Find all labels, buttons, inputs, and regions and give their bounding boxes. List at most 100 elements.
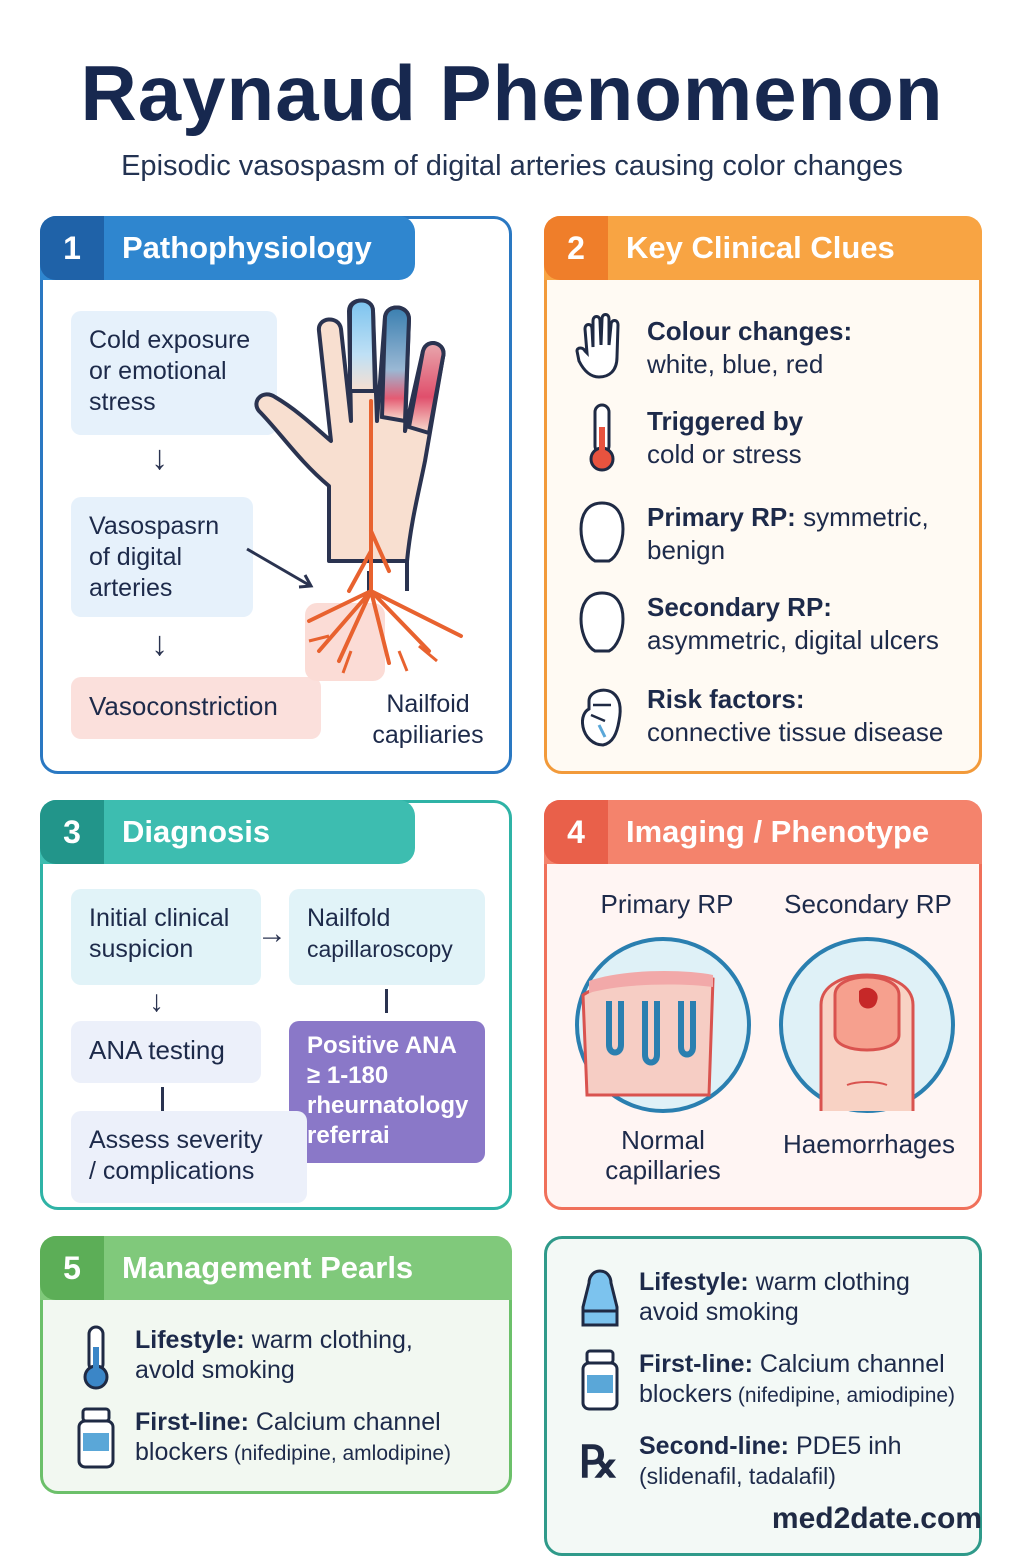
ana-testing-box: ANA testing — [71, 1021, 261, 1083]
panel-management: 5 Management Pearls Lifestyle: warm clot… — [40, 1236, 512, 1494]
head-icon — [579, 591, 625, 653]
bold-label: Second-line: — [639, 1432, 790, 1460]
caption-line: Nailfoid — [386, 690, 470, 718]
panel-number: 1 — [40, 216, 104, 280]
rest-text: (slidenafil, tadalafil) — [639, 1463, 836, 1489]
panel-title: Management Pearls — [122, 1250, 414, 1285]
rest-text: PDE5 inh — [789, 1432, 902, 1460]
clue-rest: symmetric, — [795, 502, 929, 532]
hand-illustration — [254, 298, 463, 681]
clue-bold: Secondary RP: — [647, 592, 832, 622]
down-arrow-icon: ↓ — [151, 625, 168, 663]
panel-clinical-clues-header: 2 Key Clinical Clues — [544, 216, 982, 280]
down-arrow-icon: ↓ — [151, 439, 168, 477]
panel-imaging-header: 4 Imaging / Phenotype — [544, 800, 982, 864]
clue-bold: Colour changes: — [647, 316, 853, 346]
box-line: suspicion — [89, 935, 194, 963]
panel-clinical-clues: 2 Key Clinical Clues Colour changes:whit… — [544, 216, 982, 774]
panel-diagnosis-header: 3 Diagnosis — [40, 800, 415, 864]
caption-line: Normal — [621, 1125, 705, 1155]
normal-capillaries-caption: Normal capillaries — [577, 1125, 749, 1185]
box-line: ≥ 1-180 — [307, 1062, 389, 1089]
page-title: Raynaud Phenomenon — [80, 49, 944, 137]
panel-pathophysiology-header: 1 Pathophysiology — [40, 216, 415, 280]
clue-rest: cold or stress — [647, 439, 802, 469]
box-line: Vasoconstriction — [89, 691, 278, 721]
box-line: or emotional — [89, 357, 227, 385]
clue-risk-factors: Risk factors:connective tissue disease — [547, 681, 979, 761]
box-line: Nailfold — [307, 904, 391, 932]
clue-bold: Risk factors: — [647, 684, 805, 714]
panel-diagnosis: 3 Diagnosis Initial clinical suspicion →… — [40, 800, 512, 1210]
thermometer-icon — [83, 1325, 109, 1390]
management-text: Second-line: PDE5 inh (slidenafil, tadala… — [639, 1431, 902, 1491]
panel-number: 5 — [40, 1236, 104, 1300]
box-line: Assess severity — [89, 1126, 263, 1154]
rest-text: blockers — [135, 1438, 229, 1466]
drug-examples: (nifedipine, amlodipine) — [228, 1442, 452, 1465]
primary-rp-heading: Primary RP — [600, 889, 734, 919]
bold-label: First-line: — [639, 1350, 753, 1378]
box-line: Positive ANA — [307, 1032, 457, 1059]
box-line: / complications — [89, 1157, 255, 1185]
box-line: of digital — [89, 543, 183, 571]
box-line: rheurnatology — [307, 1092, 469, 1119]
bold-label: First-line: — [135, 1408, 249, 1436]
clue-text: Secondary RP:asymmetric, digital ulcers — [647, 591, 939, 657]
caption-line: capillaries — [605, 1155, 721, 1185]
nailfold-capillaroscopy-box: Nailfold capillaroscopy — [289, 889, 485, 985]
site-watermark: med2date.com — [771, 1502, 982, 1535]
box-line: Vasospasrn — [89, 512, 220, 540]
box-line: stress — [89, 388, 156, 416]
rest-text: Calcium channel — [752, 1350, 945, 1378]
panel-title: Pathophysiology — [122, 230, 372, 265]
right-arrow-icon: → — [257, 917, 287, 950]
pill-bottle-icon — [77, 1407, 115, 1469]
rest-text: warm clothing — [748, 1268, 910, 1296]
connector-line — [161, 1087, 164, 1111]
box-line: Cold exposure — [89, 326, 251, 354]
assess-severity-box: Assess severity / complications — [71, 1111, 307, 1203]
positive-ana-box: Positive ANA ≥ 1-180 rheurnatology refer… — [289, 1021, 485, 1163]
head-icon — [579, 501, 625, 563]
rest-text: avoid smoking — [639, 1298, 799, 1326]
vasoconstriction-box: Vasoconstriction — [71, 677, 321, 739]
panel-number: 4 — [544, 800, 608, 864]
rx-icon: ℞ — [579, 1438, 618, 1487]
secondary-rp-heading: Secondary RP — [784, 889, 952, 919]
arrow-to-vessels-icon — [246, 547, 314, 589]
clue-text: Colour changes:white, blue, red — [647, 315, 852, 381]
bold-label: Lifestyle: — [639, 1268, 749, 1296]
panel-number: 2 — [544, 216, 608, 280]
connector-line — [385, 989, 388, 1013]
svg-text:℞: ℞ — [579, 1438, 618, 1487]
page-subtitle: Episodic vasospasm of digital arteries c… — [121, 150, 903, 182]
nailfold-caption: Nailfoid capiliaries — [363, 689, 493, 751]
down-arrow-icon: ↓ — [149, 985, 164, 1018]
fist-icon — [581, 688, 622, 747]
box-line: ANA testing — [89, 1035, 225, 1065]
box-line: capillaroscopy — [307, 936, 453, 962]
clue-colour-changes: Colour changes:white, blue, red — [547, 313, 979, 393]
clue-bold: Triggered by — [647, 406, 804, 436]
initial-suspicion-box: Initial clinical suspicion — [71, 889, 261, 985]
coat-icon — [581, 1269, 619, 1327]
clue-secondary-rp: Secondary RP:asymmetric, digital ulcers — [547, 589, 979, 669]
vasospasm-box: Vasospasrn of digital arteries — [71, 497, 253, 617]
clue-rest: asymmetric, digital ulcers — [647, 625, 939, 655]
box-line: referrai — [307, 1122, 390, 1149]
thermometer-icon — [589, 403, 615, 472]
panel-management-header: 5 Management Pearls — [40, 1236, 512, 1300]
box-line: Initial clinical — [89, 904, 230, 932]
clue-rest: white, blue, red — [647, 349, 824, 379]
rest-text: avold smoking — [135, 1356, 295, 1384]
management-text: Lifestyle: warm clothing,avold smoking — [135, 1325, 413, 1385]
box-line: arteries — [89, 574, 173, 602]
cold-exposure-box: Cold exposure or emotional stress — [71, 311, 277, 435]
clue-rest: benign — [647, 535, 726, 565]
caption-line: capiliaries — [372, 721, 484, 749]
